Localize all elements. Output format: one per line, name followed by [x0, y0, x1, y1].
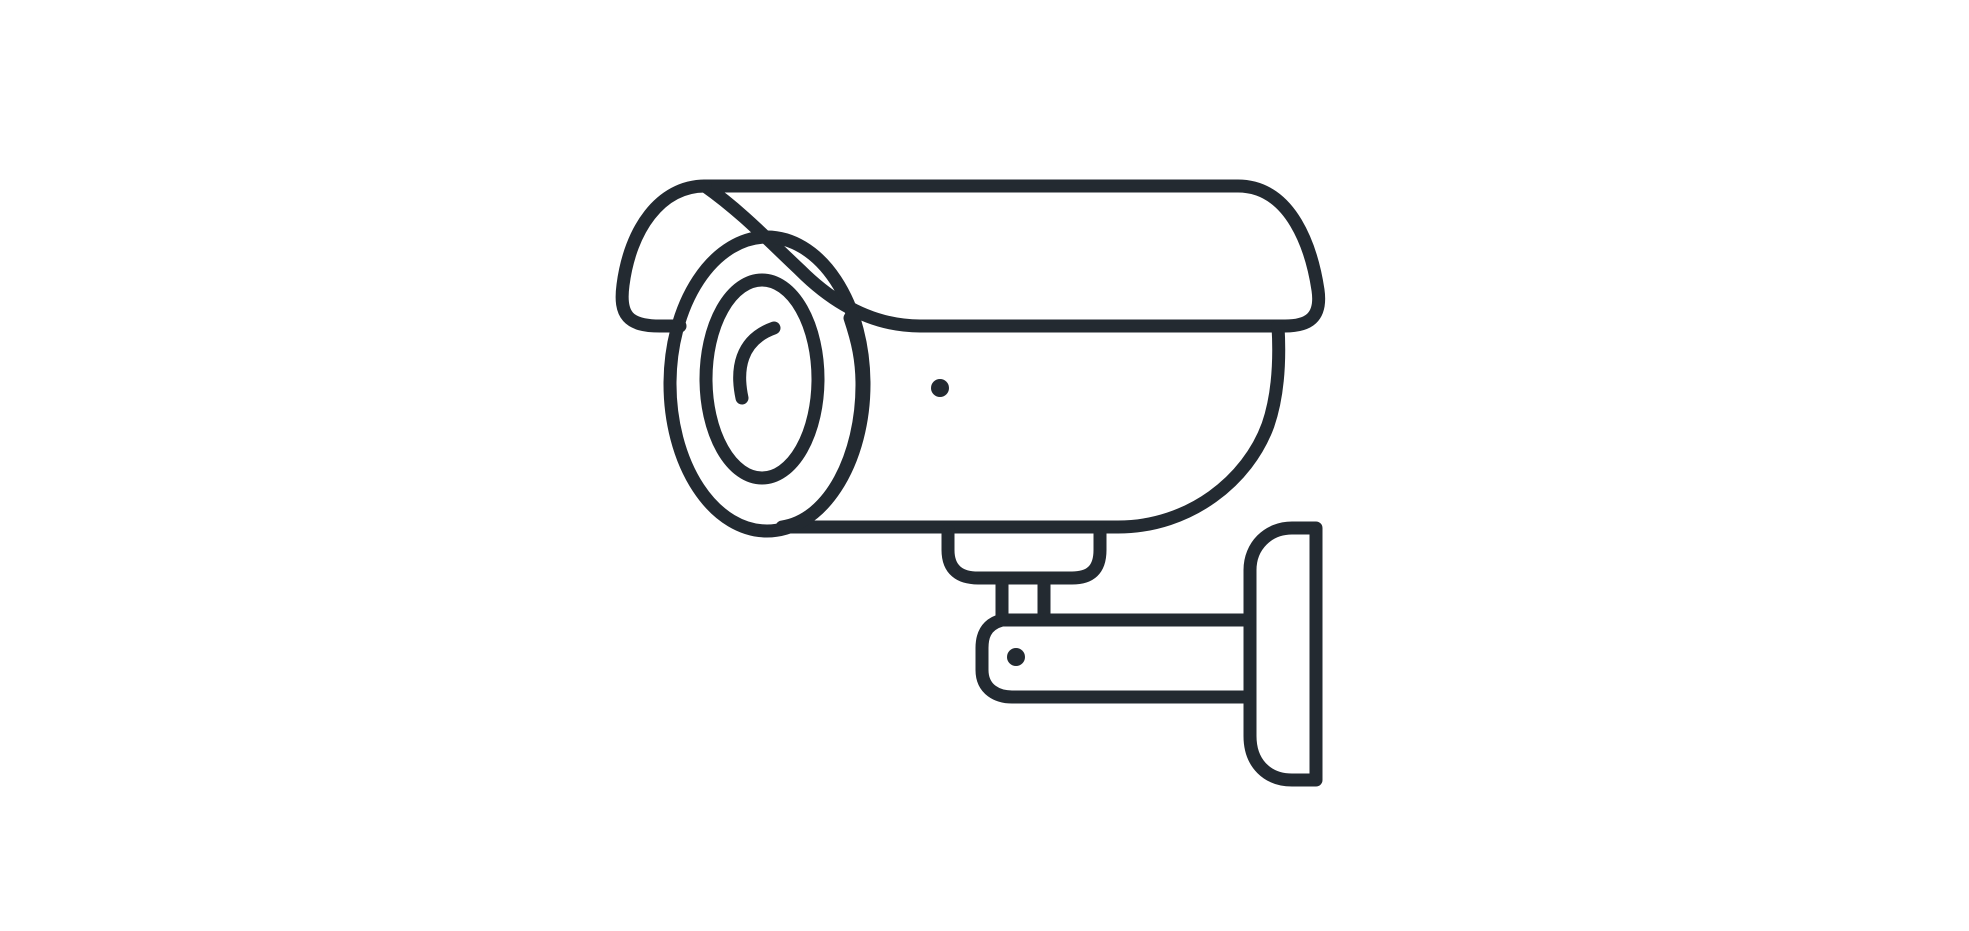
mount-neck: [941, 523, 1107, 585]
camera-hood: [698, 179, 1326, 333]
arm-screw-dot: [1007, 648, 1025, 666]
wall-plate: [1243, 521, 1323, 787]
camera-lens-outer: [663, 230, 871, 538]
indicator-dot: [931, 379, 949, 397]
lens-reflection: [733, 321, 781, 405]
camera-hood-curl: [615, 179, 712, 333]
camera-lens-inner: [699, 273, 825, 485]
mount-pin: [995, 571, 1051, 627]
mounting-arm: [975, 613, 1257, 704]
